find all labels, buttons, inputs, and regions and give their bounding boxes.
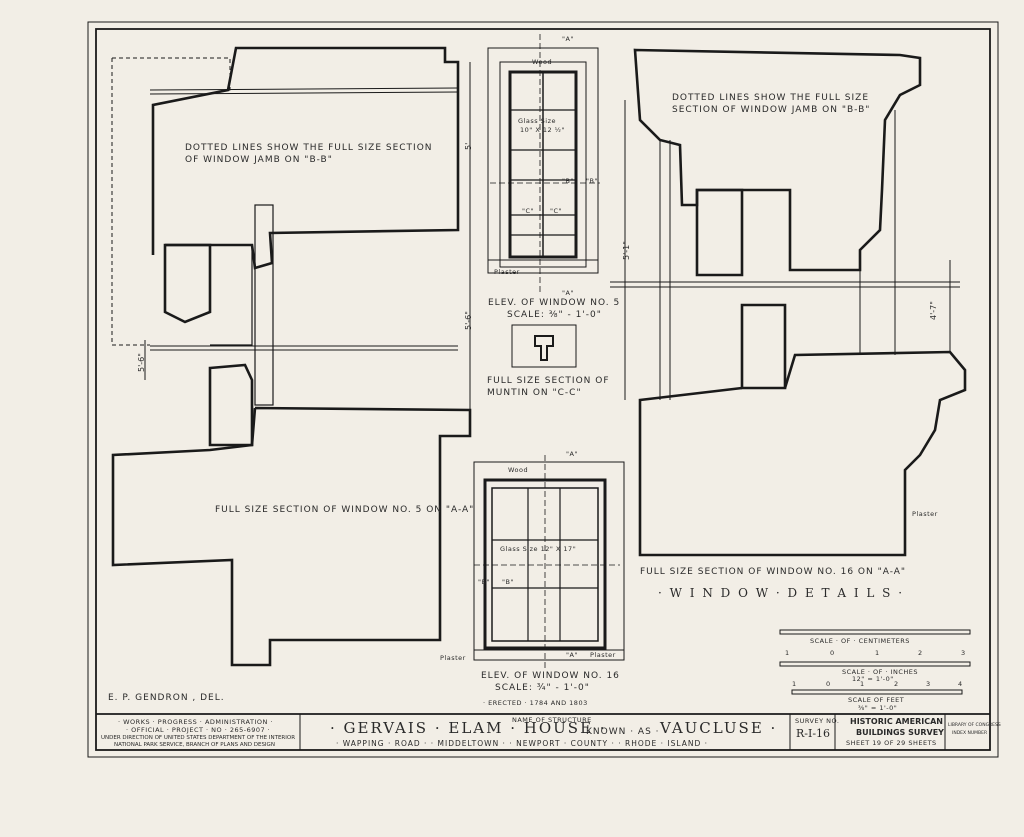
wpa-line-2: · OFFICIAL · PROJECT · NO · 265-6907 · — [126, 726, 271, 734]
label-section-window-5: FULL SIZE SECTION OF WINDOW NO. 5 ON "A-… — [215, 505, 475, 515]
survey-no: R-I-16 — [796, 727, 831, 740]
inner-border — [95, 28, 991, 751]
cm-tick-4: 3 — [961, 649, 966, 657]
title-elevation-window-16: ELEV. OF WINDOW NO. 16 — [481, 671, 620, 681]
mark-b-5b: "B" — [586, 177, 598, 185]
in-tick-1: 0 — [826, 680, 831, 688]
label-glass-16: Glass Size 12" X 17" — [500, 545, 577, 553]
known-as: KNOWN · AS · — [586, 727, 660, 737]
label-plaster-16: Plaster — [590, 651, 616, 659]
scale-centimeters-label: SCALE · OF · CENTIMETERS — [810, 637, 910, 645]
mark-a-top-16: "A" — [566, 450, 578, 458]
label-plaster-5: Plaster — [494, 268, 520, 276]
label-section-window-16: FULL SIZE SECTION OF WINDOW NO. 16 ON "A… — [640, 567, 907, 577]
scale-inches-label: SCALE · OF · INCHES — [842, 668, 919, 676]
label-plaster-right: Plaster — [912, 510, 938, 518]
scale-elevation-window-16: SCALE: ¾" - 1'-0" — [495, 683, 590, 693]
name-of-structure-label: NAME OF STRUCTURE — [512, 716, 592, 724]
sheet-number: SHEET 19 OF 29 SHEETS — [846, 739, 937, 747]
wpa-line-3: UNDER DIRECTION OF UNITED STATES DEPARTM… — [101, 735, 296, 741]
elevation-window-5 — [487, 34, 600, 368]
elevation-window-16 — [473, 455, 625, 668]
mark-a-top-5: "A" — [562, 35, 574, 43]
cm-tick-2: 1 — [875, 649, 880, 657]
wpa-line-4: NATIONAL PARK SERVICE, BRANCH OF PLANS A… — [114, 742, 275, 748]
dim-right: 5'-1" — [622, 241, 631, 260]
in-tick-4: 3 — [926, 680, 931, 688]
habs-line-2: BUILDINGS SURVEY — [856, 728, 944, 737]
mark-b-16a: "B" — [478, 578, 490, 586]
dim-mid-top: 5' — [464, 142, 473, 150]
in-tick-3: 2 — [894, 680, 899, 688]
section-window-16 — [610, 48, 967, 557]
in-tick-2: 1 — [860, 680, 865, 688]
note-dotted-lines-right-1: DOTTED LINES SHOW THE FULL SIZE — [672, 93, 869, 103]
structure-name: · GERVAIS · ELAM · HOUSE · — [330, 719, 607, 737]
note-dotted-lines-left-2: OF WINDOW JAMB ON "B-B" — [185, 155, 333, 165]
survey-no-label: SURVEY NO. — [795, 717, 840, 725]
note-dotted-lines-left-1: DOTTED LINES SHOW THE FULL SIZE SECTION — [185, 143, 433, 153]
scale-inches-sub: 12" = 1'-0" — [852, 675, 894, 683]
label-erected: · ERECTED · 1784 AND 1803 — [483, 699, 588, 707]
label-muntin-1: FULL SIZE SECTION OF — [487, 376, 610, 386]
label-wood-5: Wood — [532, 58, 553, 66]
title-block-frame — [96, 713, 990, 750]
delineator: E. P. GENDRON , DEL. — [108, 693, 225, 703]
alt-name: VAUCLUSE · — [660, 719, 778, 737]
location: · WAPPING · ROAD · · MIDDELTOWN · · NEWP… — [336, 739, 709, 748]
cm-tick-1: 0 — [830, 649, 835, 657]
outer-border — [87, 21, 999, 758]
wpa-line-1: · WORKS · PROGRESS · ADMINISTRATION · — [118, 718, 273, 726]
label-plaster-left: Plaster — [440, 654, 466, 662]
mark-b-16b: "B" — [502, 578, 514, 586]
cm-tick-0: 1 — [785, 649, 790, 657]
section-window-5 — [111, 46, 472, 667]
library-line-1: LIBRARY OF CONGRESS — [948, 723, 1001, 728]
label-wood-16: Wood — [508, 466, 529, 474]
cm-tick-3: 2 — [918, 649, 923, 657]
title-window-details: · W I N D O W · D E T A I L S · — [658, 586, 905, 600]
mark-c-5b: "C" — [550, 207, 563, 215]
scale-feet-sub: ⅜" = 1'-0" — [858, 704, 898, 712]
habs-line-1: HISTORIC AMERICAN — [850, 717, 943, 726]
label-muntin-2: MUNTIN ON "C-C" — [487, 388, 582, 398]
dim-left: 5'-6" — [137, 353, 146, 372]
label-glass-5a: Glass Size — [518, 117, 557, 125]
scale-elevation-window-5: SCALE: ⅜" - 1'-0" — [507, 310, 602, 320]
library-line-2: INDEX NUMBER — [952, 731, 988, 736]
dim-right-2: 4'-7" — [929, 301, 938, 320]
in-tick-5: 4 — [958, 680, 963, 688]
mark-c-5a: "C" — [522, 207, 535, 215]
mark-a-bottom-5: "A" — [562, 289, 574, 297]
title-elevation-window-5: ELEV. OF WINDOW NO. 5 — [488, 298, 621, 308]
note-dotted-lines-right-2: SECTION OF WINDOW JAMB ON "B-B" — [672, 105, 871, 115]
mark-b-5a: "B" — [562, 177, 574, 185]
label-glass-5b: 10" X 12 ½" — [520, 126, 565, 134]
dim-mid: 5'-6" — [464, 311, 473, 330]
graphic-scales — [779, 629, 971, 695]
mark-a-bottom-16: "A" — [566, 651, 578, 659]
in-tick-0: 1 — [792, 680, 797, 688]
scale-feet-label: SCALE OF FEET — [848, 696, 905, 704]
